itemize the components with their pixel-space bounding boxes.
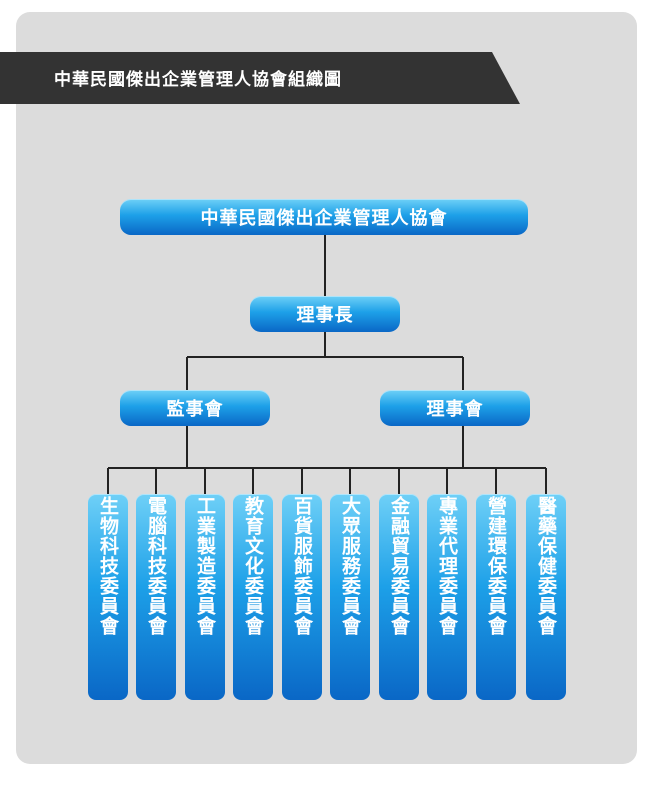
committee-biotech: 生物科技委員會 bbox=[88, 494, 128, 700]
supervisors-board-node: 監事會 bbox=[120, 390, 270, 426]
committee-medical: 醫藥保健委員會 bbox=[526, 494, 566, 700]
committee-retail-apparel: 百貨服飾委員會 bbox=[282, 494, 322, 700]
committee-public-service: 大眾服務委員會 bbox=[330, 494, 370, 700]
committee-education: 教育文化委員會 bbox=[233, 494, 273, 700]
committee-computer-tech: 電腦科技委員會 bbox=[136, 494, 176, 700]
committee-manufacturing: 工業製造委員會 bbox=[185, 494, 225, 700]
directors-board-node: 理事會 bbox=[380, 390, 530, 426]
committee-agency: 專業代理委員會 bbox=[427, 494, 467, 700]
committee-construction: 營建環保委員會 bbox=[476, 494, 516, 700]
director-node: 理事長 bbox=[250, 296, 400, 332]
root-node: 中華民國傑出企業管理人協會 bbox=[120, 199, 528, 235]
title-banner: 中華民國傑出企業管理人協會組織圖 bbox=[0, 52, 520, 104]
committee-finance-trade: 金融貿易委員會 bbox=[379, 494, 419, 700]
banner-shape bbox=[0, 52, 520, 104]
page-title: 中華民國傑出企業管理人協會組織圖 bbox=[54, 70, 342, 90]
